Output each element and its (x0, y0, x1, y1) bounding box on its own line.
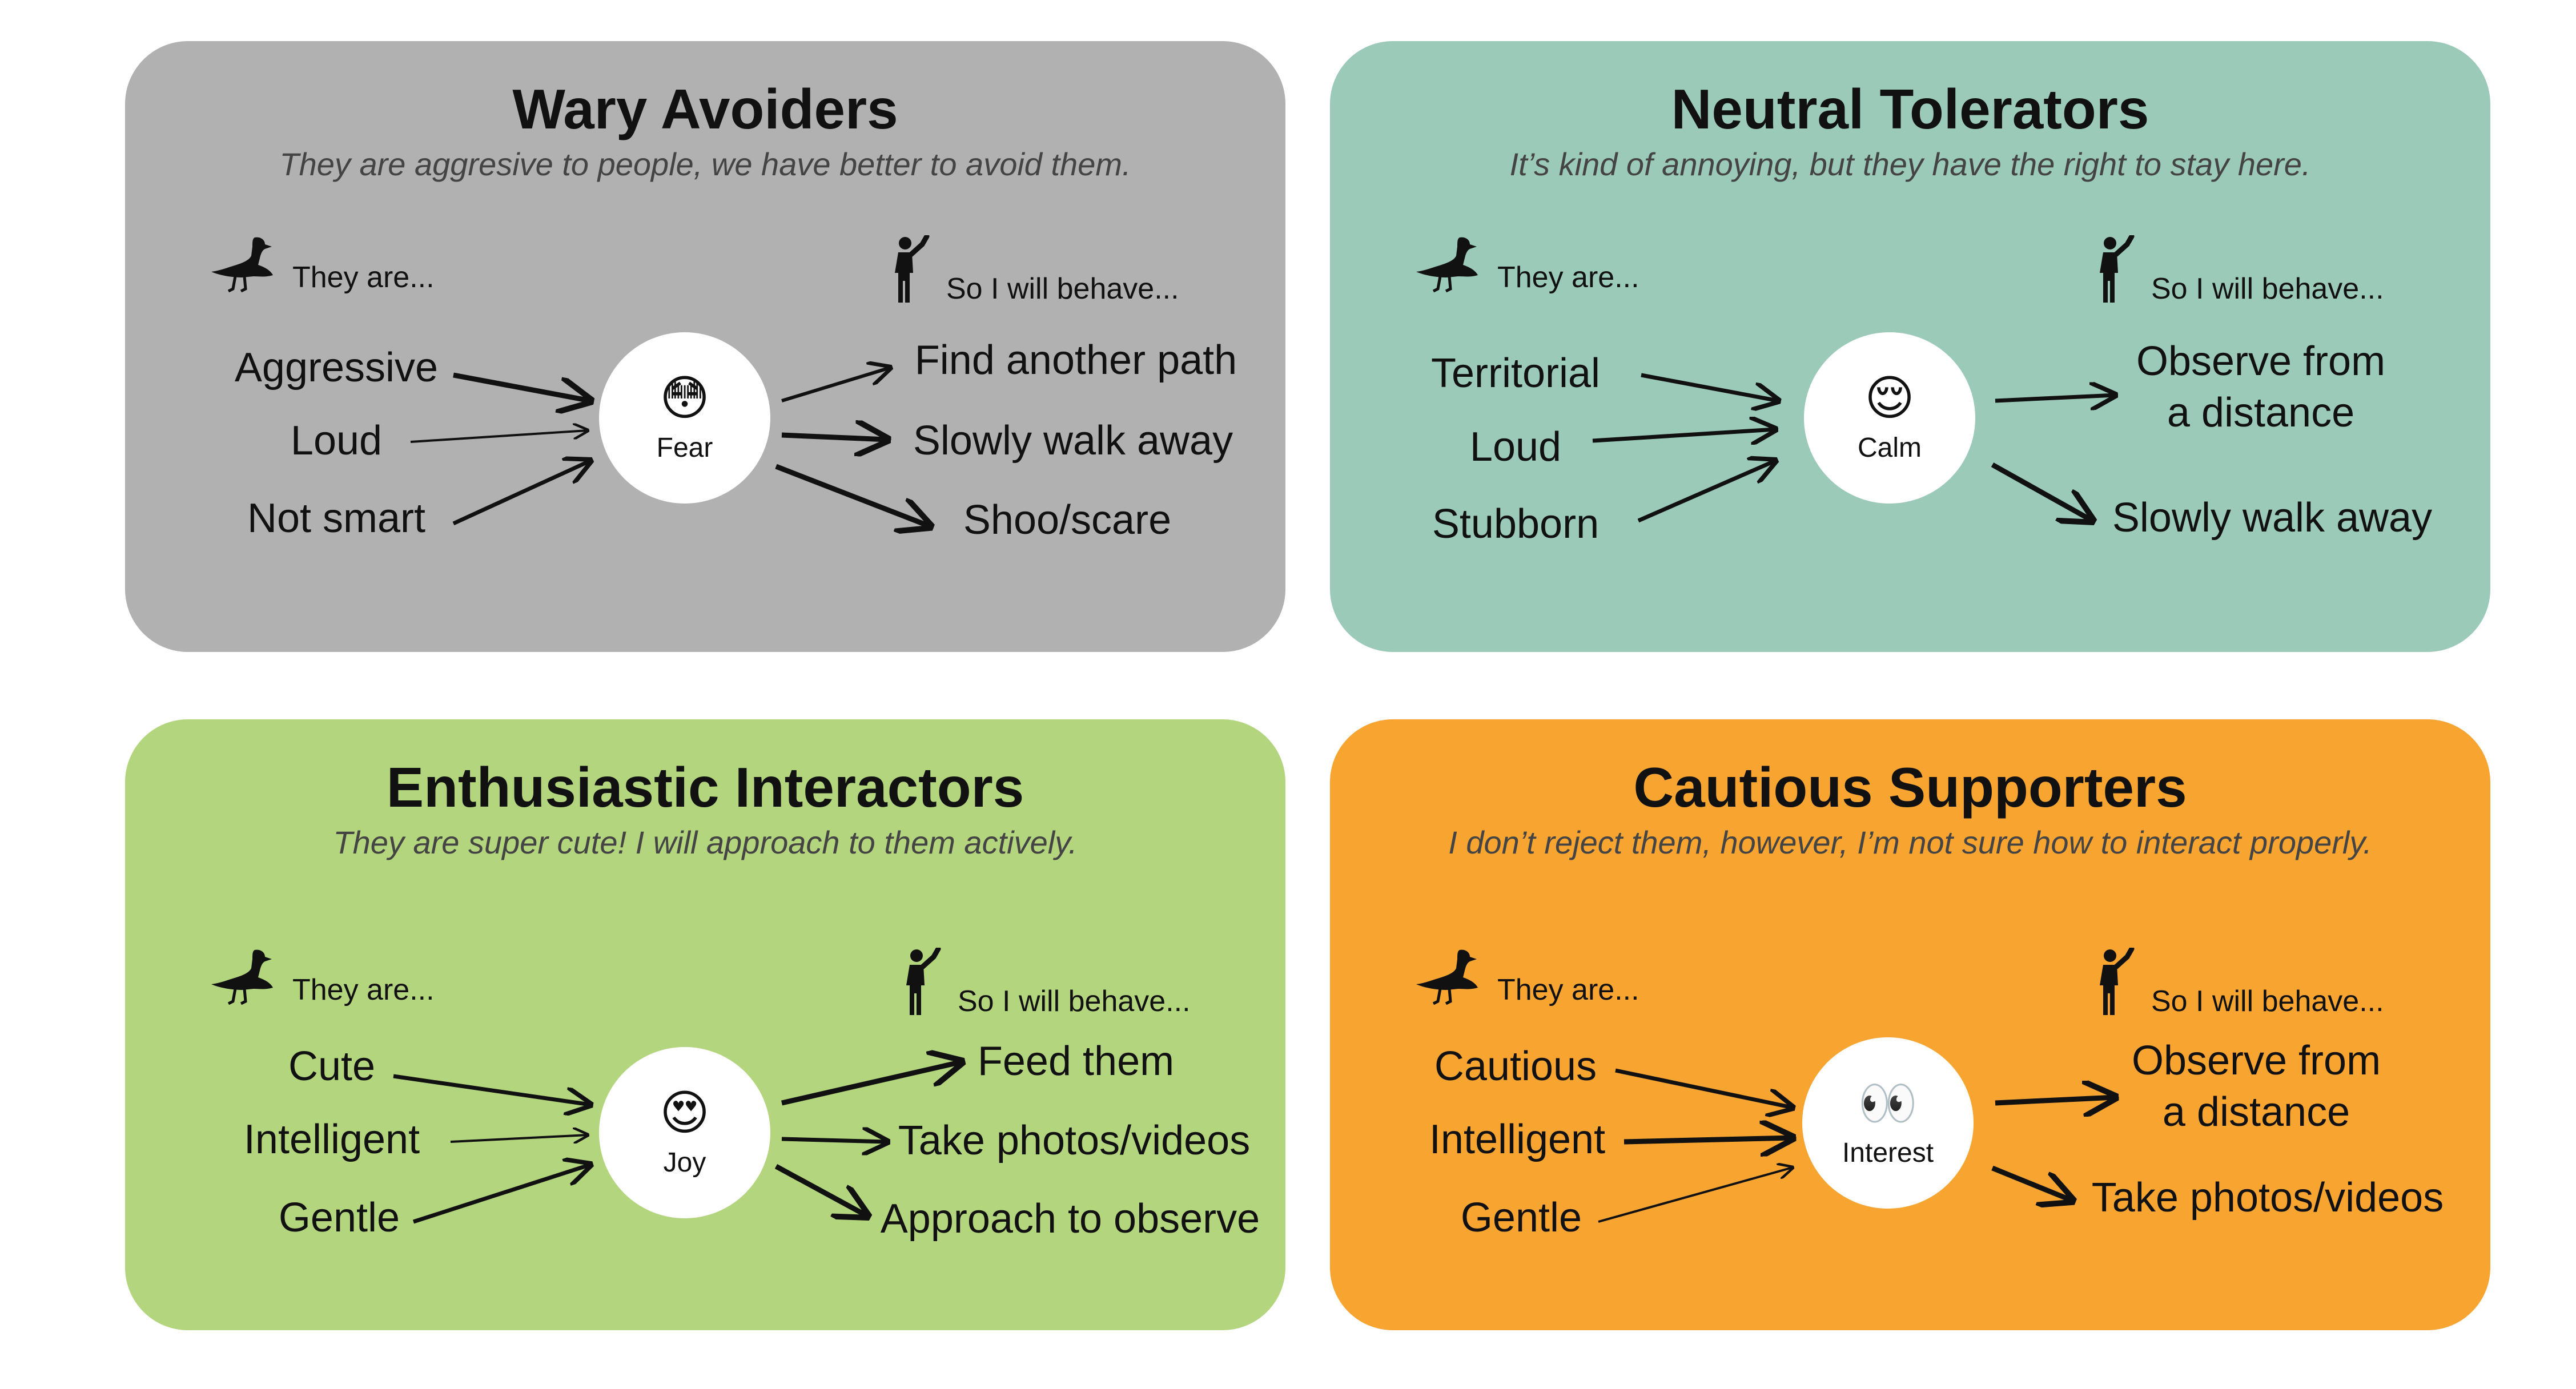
they-are-label: They are... (1497, 973, 1639, 1006)
behave-header: So I will behave... (890, 235, 1179, 304)
trait-loud: Loud (290, 418, 383, 464)
trait-gentle: Gentle (1460, 1195, 1582, 1241)
emotion-label: Joy (663, 1148, 706, 1178)
goose-icon (211, 949, 273, 1005)
panel-neutral-tolerators: Neutral Tolerators It’s kind of annoying… (1330, 41, 2490, 652)
panel-title: Neutral Tolerators (1671, 78, 2149, 140)
panel-subtitle: It’s kind of annoying, but they have the… (1509, 146, 2311, 182)
trait-intelligent: Intelligent (1429, 1117, 1606, 1162)
behave-label: So I will behave... (946, 272, 1179, 305)
action-approach-to-observe: Approach to observe (880, 1196, 1260, 1242)
emotion-label: Interest (1842, 1138, 1934, 1168)
eyes-emoji-icon: 👀 (1858, 1076, 1918, 1130)
panel-title: Cautious Supporters (1633, 756, 2187, 819)
panel-title: Enthusiastic Interactors (386, 756, 1024, 819)
heart-eyes-emoji-icon: 😍 (660, 1086, 710, 1140)
action-observe-from-distance: Observe from a distance (2131, 1038, 2381, 1135)
behave-header: So I will behave... (902, 948, 1191, 1016)
fear-emoji-icon: 😳 (660, 371, 710, 425)
action-feed-them: Feed them (977, 1038, 1175, 1084)
panel-enthusiastic-interactors: Enthusiastic Interactors They are super … (125, 719, 1285, 1330)
they-are-header: They are... (208, 948, 435, 1005)
goose-icon (211, 237, 273, 292)
trait-loud: Loud (1469, 424, 1562, 470)
behave-header: So I will behave... (2095, 948, 2384, 1016)
they-are-header: They are... (1413, 235, 1639, 292)
trait-not-smart: Not smart (247, 496, 426, 541)
action-shoo-scare: Shoo/scare (963, 497, 1172, 543)
behave-label: So I will behave... (2151, 985, 2384, 1018)
person-waving-icon (895, 235, 930, 303)
action-take-photos-videos: Take photos/videos (898, 1118, 1251, 1163)
behave-label: So I will behave... (958, 985, 1191, 1018)
action-slowly-walk-away: Slowly walk away (2112, 495, 2433, 541)
emotion-label: Fear (656, 433, 713, 463)
behave-header: So I will behave... (2095, 235, 2384, 304)
they-are-header: They are... (208, 235, 435, 292)
they-are-header: They are... (1413, 948, 1639, 1005)
emotion-label: Calm (1857, 433, 1922, 463)
panel-cautious-supporters: Cautious Supporters I don’t reject them,… (1330, 719, 2490, 1330)
action-observe-from-distance: Observe from a distance (2136, 339, 2386, 436)
calm-emoji-icon: 😌 (1864, 371, 1915, 425)
action-take-photos-videos: Take photos/videos (2091, 1175, 2444, 1221)
trait-cute: Cute (288, 1044, 376, 1089)
person-waving-icon (906, 948, 941, 1015)
action-find-another-path: Find another path (914, 337, 1237, 383)
they-are-label: They are... (292, 973, 435, 1006)
emotion-circle: 😳 Fear (599, 332, 770, 504)
panel-subtitle: They are aggresive to people, we have be… (279, 146, 1131, 182)
action-slowly-walk-away: Slowly walk away (913, 418, 1233, 464)
trait-gentle: Gentle (278, 1195, 400, 1241)
trait-cautious: Cautious (1434, 1044, 1597, 1089)
person-waving-icon (2100, 235, 2135, 303)
trait-stubborn: Stubborn (1432, 501, 1600, 547)
behave-label: So I will behave... (2151, 272, 2384, 305)
panel-title: Wary Avoiders (512, 78, 898, 140)
emotion-circle: 👀 Interest (1802, 1037, 1974, 1209)
goose-icon (1416, 949, 1478, 1005)
trait-territorial: Territorial (1430, 351, 1601, 396)
emotion-circle: 😌 Calm (1804, 332, 1975, 504)
person-waving-icon (2100, 948, 2135, 1015)
trait-aggressive: Aggressive (234, 345, 439, 390)
trait-intelligent: Intelligent (243, 1117, 420, 1162)
panel-wary-avoiders: Wary Avoiders They are aggresive to peop… (125, 41, 1285, 652)
panel-subtitle: I don’t reject them, however, I’m not su… (1448, 824, 2372, 860)
goose-icon (1416, 237, 1478, 292)
they-are-label: They are... (1497, 261, 1639, 294)
emotion-circle: 😍 Joy (599, 1047, 770, 1218)
panel-subtitle: They are super cute! I will approach to … (333, 824, 1078, 860)
they-are-label: They are... (292, 261, 435, 294)
